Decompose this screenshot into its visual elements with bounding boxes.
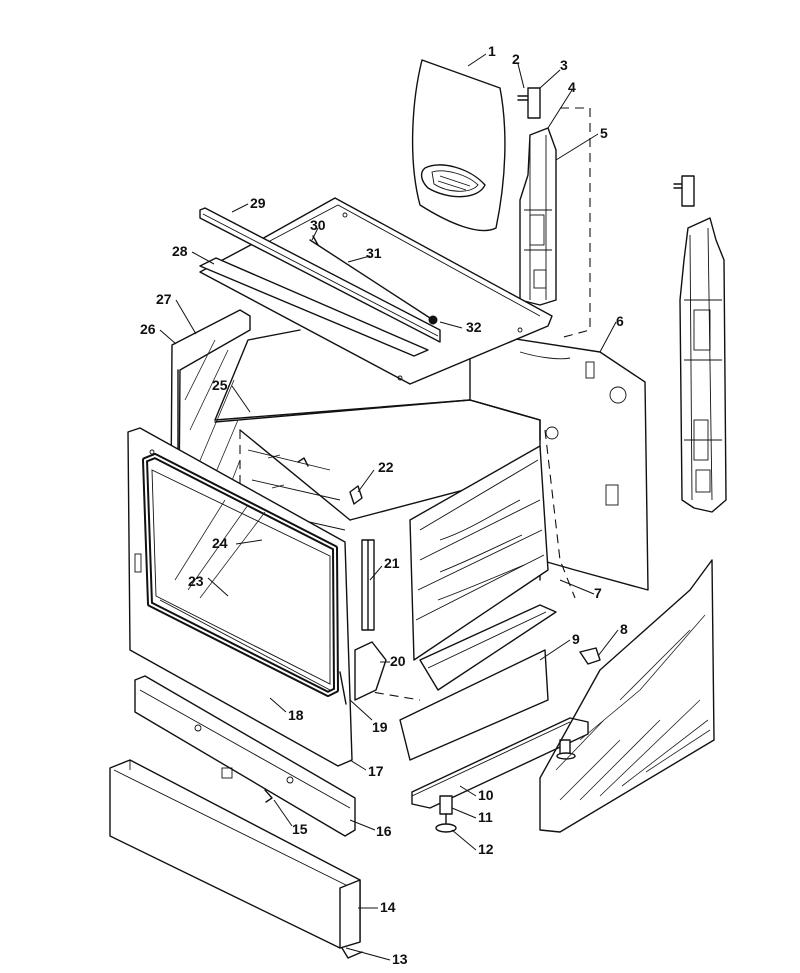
callout-28: 28 — [172, 243, 188, 259]
callout-21: 21 — [384, 555, 400, 571]
top-panel-28 — [199, 257, 429, 357]
callout-20: 20 — [390, 653, 406, 669]
callout-2: 2 — [512, 51, 520, 67]
lower-front-panel — [134, 675, 356, 837]
callout-4: 4 — [568, 79, 576, 95]
cooktop-panel — [199, 197, 553, 385]
callout-23: 23 — [188, 573, 204, 589]
callout-26: 26 — [140, 321, 156, 337]
kick-rail — [411, 717, 589, 833]
callout-1: 1 — [488, 43, 496, 59]
side-rail-assembly-left — [517, 87, 557, 306]
callout-6: 6 — [616, 313, 624, 329]
side-panel — [539, 559, 715, 833]
side-rail-assembly-right — [673, 175, 727, 513]
callout-9: 9 — [572, 631, 580, 647]
callout-22: 22 — [378, 459, 394, 475]
callout-14: 14 — [380, 899, 396, 915]
callout-8: 8 — [620, 621, 628, 637]
callout-27: 27 — [156, 291, 172, 307]
callout-25: 25 — [212, 377, 228, 393]
callout-10: 10 — [478, 787, 494, 803]
leader-lines — [159, 53, 619, 961]
oven-bottom — [399, 604, 557, 761]
callout-7: 7 — [594, 585, 602, 601]
drawer — [109, 759, 363, 959]
callout-12: 12 — [478, 841, 494, 857]
callouts: 1 2 3 4 5 6 7 8 9 10 11 12 13 14 15 16 1… — [140, 43, 628, 967]
callout-16: 16 — [376, 823, 392, 839]
callout-32: 32 — [466, 319, 482, 335]
insulation-blanket — [411, 59, 506, 232]
callout-3: 3 — [560, 57, 568, 73]
callout-18: 18 — [288, 707, 304, 723]
callout-19: 19 — [372, 719, 388, 735]
callout-17: 17 — [368, 763, 384, 779]
callout-29: 29 — [250, 195, 266, 211]
callout-30: 30 — [310, 217, 326, 233]
callout-31: 31 — [366, 245, 382, 261]
callout-24: 24 — [212, 535, 228, 551]
oven-cavity — [214, 399, 549, 661]
callout-13: 13 — [392, 951, 408, 967]
small-parts — [297, 457, 387, 705]
callout-5: 5 — [600, 125, 608, 141]
front-trim-29 — [199, 207, 441, 343]
rod-31 — [309, 235, 438, 325]
oven-door-frame — [127, 427, 353, 767]
callout-15: 15 — [292, 821, 308, 837]
callout-11: 11 — [478, 809, 493, 825]
